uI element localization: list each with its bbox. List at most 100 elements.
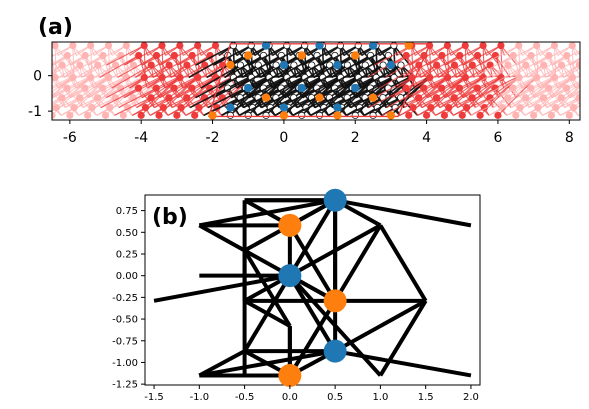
lattice-bond [118,87,157,109]
lattice-bond [506,97,544,116]
xtick-label: 2 [351,130,360,146]
lattice-site [104,42,113,50]
lattice-site [194,42,202,50]
graph-node-orange [323,289,347,313]
graph-edge [288,274,337,353]
lattice-bond [52,55,86,75]
panel-b-frame [144,194,481,386]
lattice-bond [102,55,119,78]
atom-orange [386,111,396,120]
lattice-bond [516,77,555,99]
lattice-bond [207,87,246,109]
xtick-label: 4 [422,130,431,146]
lattice-bond [536,45,553,66]
graph-edge [334,299,427,353]
lattice-bond [65,87,104,109]
lattice-bond [141,76,181,99]
graph-edge [153,273,291,303]
lattice-bond [411,45,429,66]
lattice-site [458,111,466,119]
lattice-bond [117,54,157,78]
lattice-bond [373,45,412,66]
ytick-label: 0.75 [116,206,138,217]
lattice-bond [438,54,478,78]
lattice-bond [52,58,65,78]
atom-orange [404,42,413,50]
lattice-bond [557,74,580,89]
atom-blue [333,60,342,70]
graph-edge [288,199,337,277]
panel-a-frame [51,41,581,121]
xtick-label: -4 [134,130,148,146]
lattice-bond [313,54,354,79]
atom-blue [261,42,271,50]
lattice-site [530,111,538,119]
lattice-bond [108,77,125,98]
lattice-bond [575,51,580,56]
atom-blue [351,83,360,93]
lattice-bond [482,45,485,76]
lattice-site [244,111,252,119]
lattice-bond [524,97,562,116]
lattice-bond [197,45,215,66]
lattice-bond [542,97,580,116]
lattice-bond [167,97,205,116]
graph-edge [378,299,428,377]
lattice-bond [429,77,446,98]
lattice-bond [325,64,366,89]
ytick-label: 0.50 [116,228,138,239]
graph-edge [198,349,246,378]
lattice-bond [555,85,580,108]
lattice-bond [129,64,170,89]
lattice-bond [111,64,152,89]
lattice-bond [156,55,172,78]
lattice-bond [82,87,121,109]
atom-orange [297,51,306,60]
lattice-bond [509,55,550,78]
lattice-bond [446,45,464,66]
lattice-bond [236,64,277,89]
lattice-bond [70,45,109,66]
atom-blue [315,42,324,50]
lattice-site [515,42,523,50]
lattice-bond [560,105,580,116]
lattice-bond [142,45,181,66]
lattice-bond [553,45,557,76]
lattice-bond [554,45,571,66]
lattice-bond [88,77,127,99]
lattice-bond [477,55,493,78]
lattice-bond [512,55,529,78]
lattice-bond [266,44,306,66]
lattice-bond [197,45,200,76]
lattice-bond [527,55,568,78]
lattice-bond [384,54,425,78]
lattice-site [512,111,520,119]
lattice-site [119,111,127,119]
lattice-bond [164,64,206,89]
lattice-bond [161,77,179,98]
lattice-bond [232,45,250,66]
lattice-site [479,42,487,50]
lattice-bond [446,45,450,76]
lattice-bond [213,76,252,99]
atom-orange [244,51,253,60]
lattice-bond [453,97,491,116]
lattice-bond [143,45,161,66]
lattice-bond [138,55,154,78]
lattice-bond [368,87,407,109]
atom-orange [333,111,342,120]
lattice-site [262,111,270,119]
lattice-site [494,111,502,119]
lattice-bond [72,45,75,76]
lattice-bond [345,96,384,117]
lattice-site [315,111,324,119]
lattice-bond [339,45,357,66]
lattice-bond [256,96,295,117]
xtick-label: 1.5 [418,392,434,403]
lattice-bond [52,97,63,103]
lattice-bond [124,45,163,66]
lattice-site [443,42,452,50]
lattice-bond [125,45,143,66]
